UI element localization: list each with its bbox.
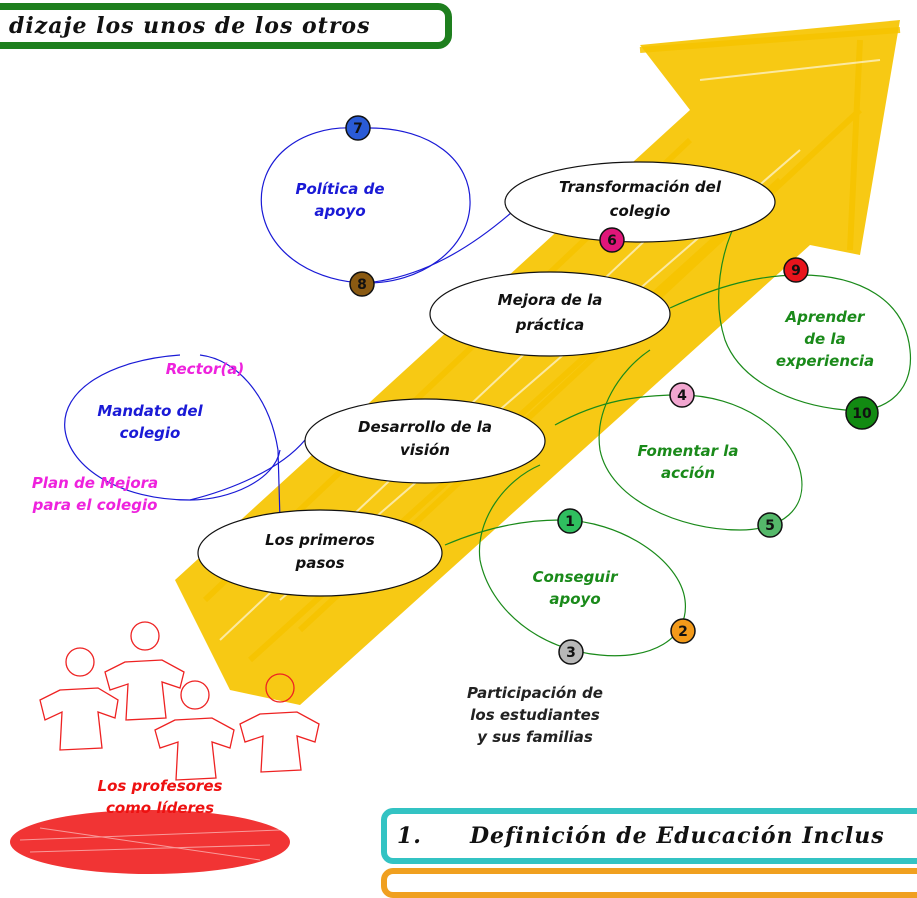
- label-profesores: Los profesores como líderes: [80, 775, 240, 819]
- label-plan: Plan de Mejora para el colegio: [0, 472, 190, 516]
- stage-bubbles: [197, 161, 776, 597]
- stage-label-s1: Los primeros: [265, 531, 375, 549]
- red-scribble-disk: [10, 810, 290, 874]
- label-profesores-line1: Los profesores: [97, 777, 223, 795]
- label-conseguir-line1: Conseguir: [532, 568, 618, 586]
- label-rector-text: Rector(a): [165, 360, 245, 378]
- label-mandato: Mandato del colegio: [85, 400, 215, 444]
- step-badge-number-8: 8: [357, 277, 367, 293]
- step-badge-number-9: 9: [791, 263, 801, 279]
- label-profesores-line2: como líderes: [105, 799, 215, 817]
- step-badge-2: [670, 618, 696, 644]
- section-1-number: 1.: [397, 823, 422, 849]
- label-rector: Rector(a): [140, 358, 270, 380]
- stage-label-s4: Transformación del: [559, 178, 722, 196]
- label-mandato-line2: colegio: [119, 424, 181, 442]
- label-fomentar: Fomentar la acción: [628, 440, 748, 484]
- step-badge-6: [599, 227, 625, 253]
- step-badge-number-7: 7: [353, 121, 363, 137]
- label-mandato-line1: Mandato del: [97, 402, 203, 420]
- section-heading-1: 1. Definición de Educación Inclus: [381, 808, 917, 864]
- label-aprender-line1: Aprender: [785, 308, 865, 326]
- label-fomentar-line2: acción: [660, 464, 716, 482]
- section-1-title: Definición de Educación Inclus: [469, 823, 885, 849]
- label-aprender-line3: experiencia: [775, 352, 875, 370]
- label-conseguir: Conseguir apoyo: [520, 566, 630, 610]
- step-badge-8: [349, 271, 375, 297]
- step-badge-number-2: 2: [678, 624, 688, 640]
- label-politica-line1: Política de: [295, 180, 385, 198]
- step-badge-5: [757, 512, 783, 538]
- step-badge-10: [845, 396, 879, 430]
- label-participacion-line2: los estudiantes: [470, 706, 600, 724]
- label-plan-line1: Plan de Mejora: [31, 474, 159, 492]
- step-badge-number-3: 3: [566, 645, 576, 661]
- step-badge-number-5: 5: [765, 518, 775, 534]
- loop-mandato: [64, 354, 306, 521]
- section-heading-2: [381, 868, 917, 898]
- label-conseguir-line2: apoyo: [549, 590, 601, 608]
- step-badge-number-6: 6: [607, 233, 617, 249]
- stage-label-s2: Desarrollo de la: [358, 418, 492, 436]
- label-participacion: Participación de los estudiantes y sus f…: [455, 682, 615, 748]
- label-participacion-line3: y sus familias: [477, 728, 593, 746]
- label-aprender: Aprender de la experiencia: [760, 306, 890, 372]
- stage-label-s3b: práctica: [515, 316, 584, 334]
- step-badge-7: [345, 115, 371, 141]
- step-badge-4: [669, 382, 695, 408]
- title-banner: dizaje los unos de los otros: [0, 3, 452, 49]
- step-badge-number-10: 10: [852, 406, 872, 422]
- step-badge-9: [783, 257, 809, 283]
- step-badge-1: [557, 508, 583, 534]
- step-badge-3: [558, 639, 584, 665]
- teachers-sketch: [39, 621, 320, 781]
- stage-label-s4b: colegio: [610, 202, 671, 220]
- stage-label-s2b: visión: [400, 441, 450, 459]
- step-badge-number-4: 4: [677, 388, 687, 404]
- stage-label-s1b: pasos: [294, 554, 344, 572]
- label-plan-line2: para el colegio: [32, 496, 158, 514]
- step-badge-number-1: 1: [565, 514, 575, 530]
- label-politica-line2: apoyo: [314, 202, 366, 220]
- stage-label-s3: Mejora de la: [498, 291, 603, 309]
- banner-title: dizaje los unos de los otros: [9, 13, 371, 39]
- label-politica: Política de apoyo: [280, 178, 400, 222]
- label-fomentar-line1: Fomentar la: [637, 442, 739, 460]
- label-aprender-line2: de la: [804, 330, 846, 348]
- label-participacion-line1: Participación de: [467, 684, 603, 702]
- step-badges: 1 2 3 4 5 6 7 8 9 10: [345, 115, 879, 665]
